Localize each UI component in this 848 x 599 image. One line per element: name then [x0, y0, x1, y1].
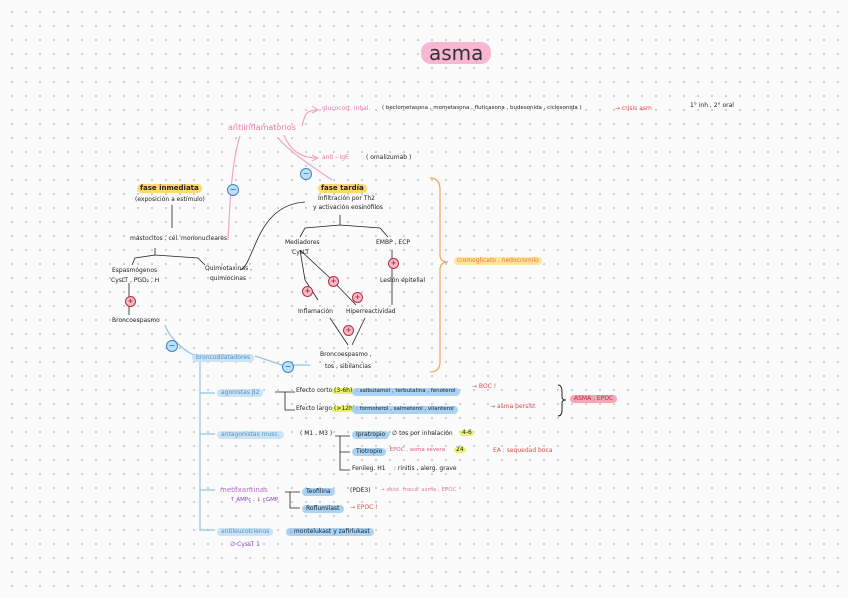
mediadores-text: Mediadores: [285, 239, 320, 246]
asma-persist-label: → asma persist: [490, 403, 536, 410]
ea-label: EA : sequedad boca: [493, 447, 553, 454]
result-line1: Broncoespasmo ,: [320, 351, 372, 358]
antileucotrienos-sub: ∅ CysLT 1: [230, 541, 260, 548]
minus-marker-icon: −: [282, 361, 294, 373]
plus-marker-icon: +: [352, 292, 363, 303]
efecto-corto: Efecto corto: [296, 387, 333, 394]
tiotropio-detail: : EPOC , asma severa: [386, 447, 446, 453]
ipratropio-detail: : ∅ tos por inhalación: [388, 430, 453, 437]
fase-tardia-line1: Infiltración por Th2: [318, 195, 375, 202]
espasmogenos-detail: CysLT , PGD₂ , H: [111, 277, 160, 284]
page-title: asma: [421, 42, 492, 64]
crisis-label: → crisis asm: [615, 105, 652, 112]
fase-tardia-line2: y activación eosinófilos: [313, 204, 383, 211]
broncodilatadores-label: broncodilatadores: [192, 354, 255, 362]
plus-marker-icon: +: [328, 276, 339, 287]
minus-marker-icon: −: [300, 168, 312, 180]
fenileg-label: Fenileg. H1: [352, 465, 386, 472]
fenileg-detail: : rinitis , alerg. grave: [394, 465, 457, 472]
plus-marker-icon: +: [388, 258, 399, 269]
lesion-text: Lesión epitelial: [380, 277, 425, 284]
embp-text: EMBP , ECP: [376, 239, 411, 246]
teofilina-detail: (PDE3): [350, 487, 371, 494]
agonistas-label: agonistas β2: [217, 389, 264, 397]
quimiotaxinas-text: Quimiotaxinas ,: [205, 265, 253, 272]
teofilina-note: → asist. mecá. asma , EPOC: [380, 487, 457, 493]
antiinflamatorios-label: antiinflamatorios: [228, 123, 296, 132]
mast-cells-text: mastocitos , cél. mononucleares: [130, 235, 228, 242]
broncoespasmo-text: Broncoespasmo: [112, 317, 160, 324]
ipratropio-duration: 4-6: [460, 429, 474, 436]
fase-inmediata-subtitle: (exposición a estímulo): [135, 196, 205, 203]
minus-marker-icon: −: [166, 340, 178, 352]
boc-label: → BOC !: [472, 383, 497, 390]
anti-ige-label: anti - IgE: [322, 154, 349, 161]
inflamacion-text: Inflamación: [298, 308, 333, 315]
fase-inmediata-title: fase inmediata: [137, 184, 202, 193]
cromoglicato-label: cromoglicato , nedocromilo: [454, 257, 542, 265]
mediadores-cyslt: CysLT: [292, 249, 310, 256]
fase-tardia-title: fase tardía: [318, 184, 367, 193]
plus-marker-icon: +: [343, 325, 354, 336]
antileucotrienos-drugs: : montelukast y zafirlukast: [286, 528, 374, 536]
result-line2: tos , sibilancias: [325, 363, 372, 370]
glucocort-drugs: ( beclometasona , mometasona , fluticaso…: [382, 105, 582, 111]
roflumilast-label: Roflumilast: [302, 505, 344, 513]
efecto-corto-duration: (3-6h): [332, 387, 355, 394]
metilxantinas-label: metilxantinas: [220, 486, 268, 494]
tiotropio-duration: 24: [454, 446, 466, 453]
antagonistas-receptors: ( M1 , M3 ): [300, 430, 333, 437]
asma-epoc-label: ASMA , EPOC: [570, 395, 618, 403]
minus-marker-icon: −: [227, 184, 239, 196]
plus-marker-icon: +: [125, 296, 136, 307]
anti-ige-drug: ( omalizumab ): [366, 154, 412, 161]
quimiocinas-text: quimiocinas: [210, 275, 247, 282]
teofilina-label: Teofilina: [302, 488, 335, 496]
hiperreactividad-text: Hiperreactividad: [346, 308, 396, 315]
efecto-largo-drugs: : formoterol , salmeterol , vilanterol: [352, 406, 458, 414]
crisis-note: 1° inh , 2° oral: [690, 102, 734, 109]
efecto-largo: Efecto largo: [296, 405, 333, 412]
efecto-largo-duration: (>12h): [332, 405, 358, 412]
tiotropio-label: Tiotropio: [352, 448, 387, 456]
antagonistas-label: antagonistas musc.: [217, 431, 284, 439]
ipratropio-label: Ipratropio: [352, 431, 390, 439]
roflumilast-note: → EPOC !: [350, 504, 378, 511]
metilxantinas-sub: ↑ AMPc , ↓ cGMP: [230, 497, 279, 503]
plus-marker-icon: +: [302, 286, 313, 297]
efecto-corto-drugs: : salbutamol , terbutalina , fenoterol: [352, 388, 460, 396]
glucocort-label: glucocort. inhal.: [322, 105, 371, 112]
espasmogenos-text: Espasmógenos: [112, 267, 158, 274]
antileucotrienos-label: antileucotrienos: [217, 528, 274, 536]
